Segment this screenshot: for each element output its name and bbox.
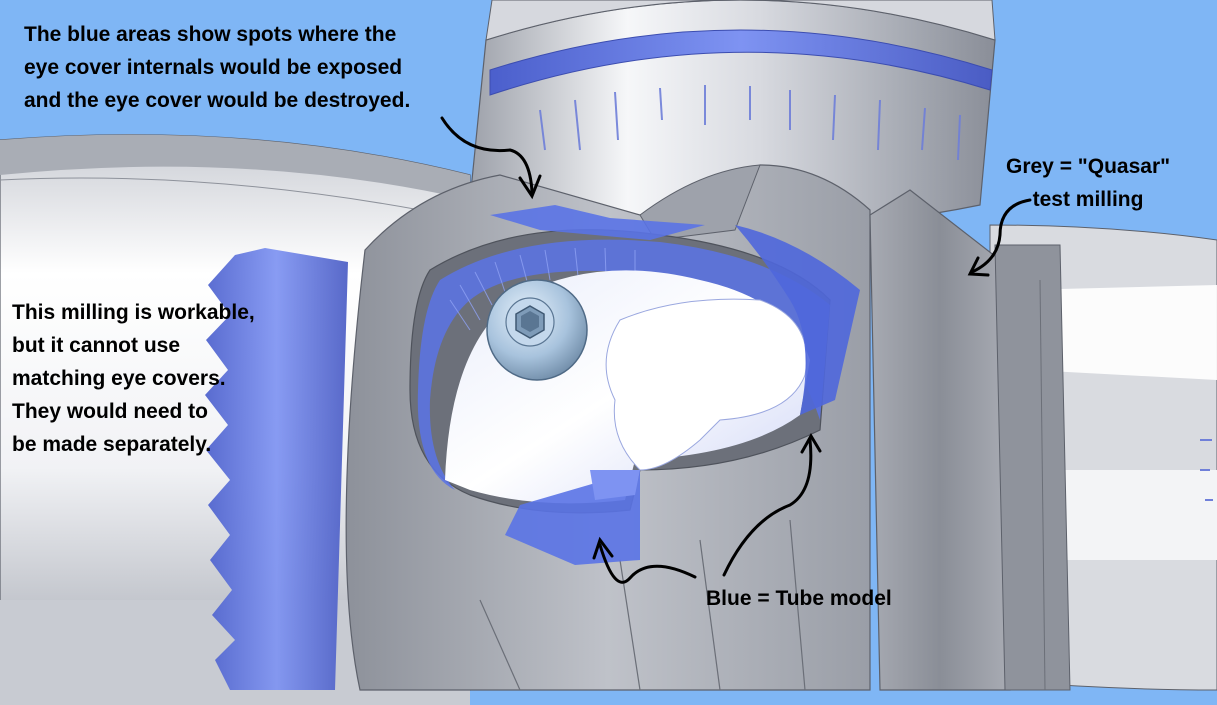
- annotation-grey-quasar: Grey = "Quasar" test milling: [1006, 150, 1170, 216]
- annotation-line: Blue = Tube model: [706, 587, 892, 610]
- annotation-workable: This milling is workable, but it cannot …: [12, 296, 255, 461]
- annotation-line: and the eye cover would be destroyed.: [24, 89, 411, 112]
- annotation-tube-model: Blue = Tube model: [706, 582, 892, 615]
- tube-model-band: [205, 248, 348, 690]
- curved-arrow-icon: [722, 433, 822, 577]
- right-lug-wedge: [869, 189, 1071, 691]
- hex-socket-bolt-icon: [486, 279, 588, 381]
- curved-arrow-icon: [592, 536, 697, 584]
- annotation-line: Grey = "Quasar": [1006, 155, 1171, 178]
- annotation-line: matching eye covers.: [12, 367, 226, 390]
- annotation-line: The blue areas show spots where the: [24, 23, 397, 46]
- top-cylinder: [469, 0, 996, 230]
- curved-arrow-icon: [967, 198, 1032, 277]
- curved-arrow-icon: [440, 116, 542, 200]
- annotation-line: eye cover internals would be exposed: [24, 56, 403, 79]
- annotation-line: test milling: [1032, 188, 1144, 211]
- annotation-line: This milling is workable,: [12, 301, 255, 324]
- annotation-blue-areas: The blue areas show spots where the eye …: [24, 18, 410, 117]
- annotation-line: They would need to: [12, 400, 209, 423]
- annotation-line: be made separately.: [12, 433, 212, 456]
- annotation-line: but it cannot use: [12, 334, 180, 357]
